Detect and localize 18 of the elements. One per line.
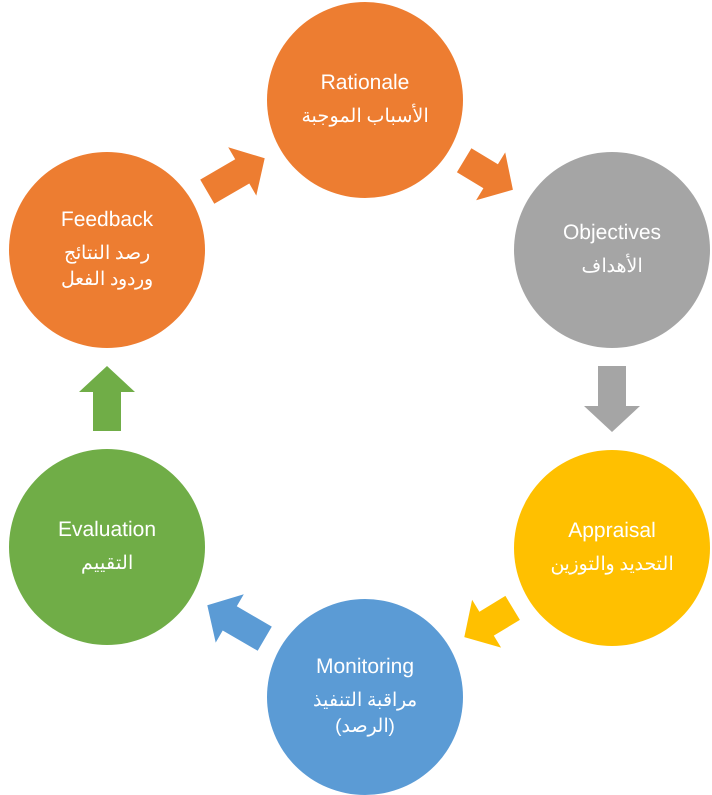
stage-title: Rationale [320,70,410,96]
stage-title: Evaluation [58,516,156,543]
stage-title: Monitoring [316,654,414,680]
block-arrow [584,366,640,432]
arabic-label: مراقبة التنفيذ (الرصد) [312,689,418,740]
arabic-label: التقييم [81,552,133,576]
block-arrow [464,596,520,648]
arabic-label: الأهداف [582,254,642,280]
block-arrow [456,148,513,200]
arabic-label: رصد النتائج وردود الفعل [60,242,154,292]
block-arrow [200,147,265,204]
block-arrow [207,594,272,651]
arabic-label: الأسباب الموجبة [301,104,429,130]
arabic-label: التحديد والتوزين [550,553,674,578]
stage-title: Objectives [562,220,662,246]
stage-title: Appraisal [568,518,656,544]
block-arrow [79,366,135,431]
stage-title: Feedback [60,206,154,233]
